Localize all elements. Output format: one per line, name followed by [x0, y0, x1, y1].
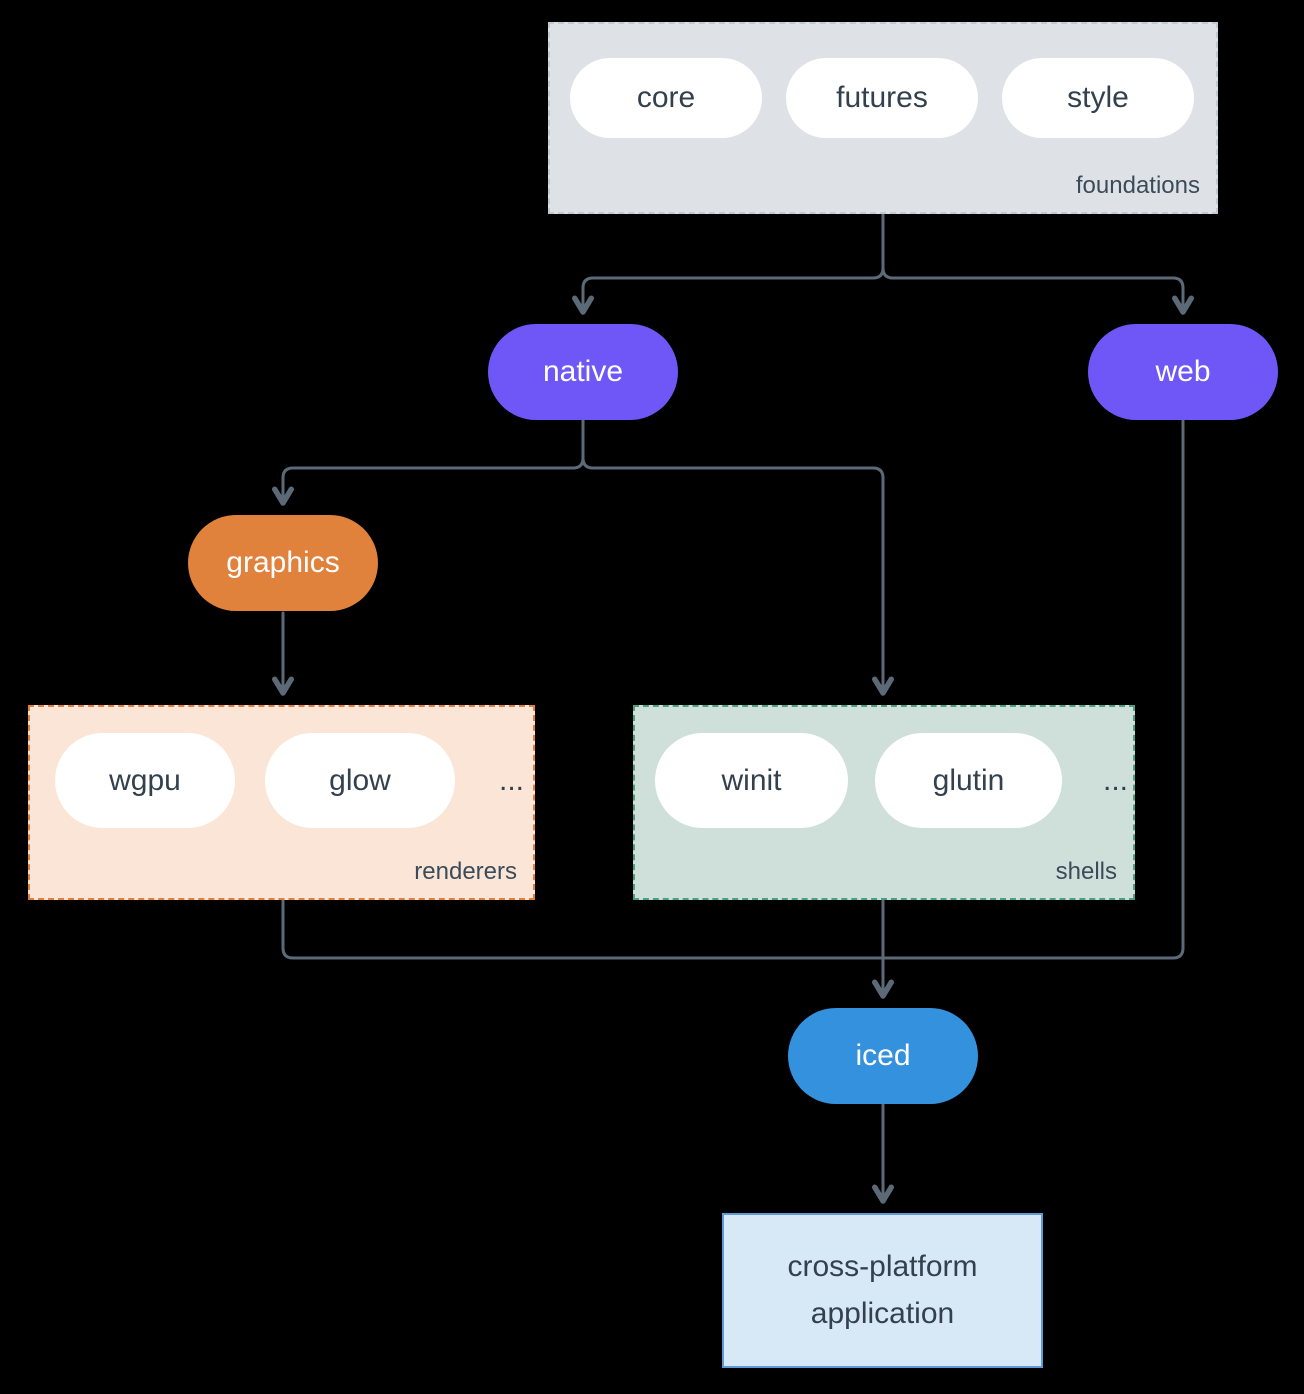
node-web: web [1088, 324, 1278, 420]
node-native: native [488, 324, 678, 420]
edge-native-shells [581, 418, 894, 696]
shells-ellipsis: ... [1103, 764, 1129, 797]
group-shells-label: shells [1055, 858, 1117, 885]
edge-renderers-merge [281, 899, 883, 960]
node-style: style [1002, 58, 1194, 138]
node-iced: iced [788, 1008, 978, 1104]
node-graphics: graphics [188, 515, 378, 611]
node-winit: winit [655, 733, 848, 828]
node-wgpu: wgpu [55, 733, 235, 828]
edge-foundations-web [881, 212, 1194, 315]
edge-web-merge [883, 419, 1185, 960]
group-renderers-label: renderers [414, 858, 517, 885]
group-renderers: wgpu glow ... renderers [28, 705, 535, 900]
group-foundations-label: foundations [1075, 172, 1200, 199]
group-foundations: core futures style foundations [548, 22, 1218, 214]
node-cross-platform-application: cross-platform application [722, 1213, 1043, 1368]
node-core: core [570, 58, 762, 138]
edge-native-graphics [272, 418, 585, 506]
node-glutin: glutin [875, 733, 1062, 828]
node-futures: futures [786, 58, 978, 138]
renderers-ellipsis: ... [499, 764, 525, 797]
node-glow: glow [265, 733, 455, 828]
group-shells: winit glutin ... shells [633, 705, 1135, 900]
edge-foundations-native [572, 212, 885, 315]
